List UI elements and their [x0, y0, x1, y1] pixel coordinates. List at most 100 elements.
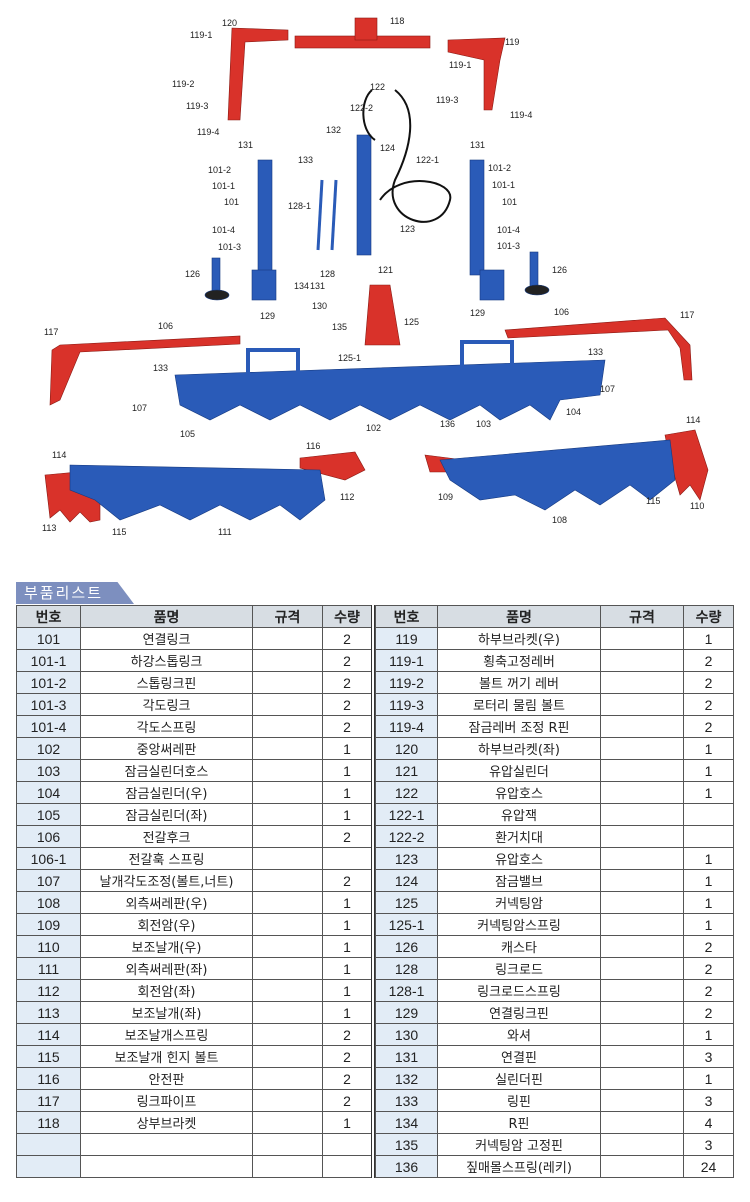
callout-label: 101-4 [497, 225, 521, 235]
part-spec [252, 737, 323, 760]
callout-label: 129 [260, 311, 276, 321]
part-qty: 2 [683, 979, 734, 1002]
callout-label: 125 [404, 317, 420, 327]
part-number: 122-1 [375, 803, 438, 826]
part-name: 커넥팅암스프링 [437, 913, 601, 936]
link-pipe-left-117 [49, 335, 241, 406]
part-spec [600, 935, 684, 958]
part-name: 보조날개(우) [80, 935, 253, 958]
part-qty: 2 [322, 671, 372, 694]
part-spec [600, 869, 684, 892]
part-spec [252, 781, 323, 804]
part-qty: 1 [322, 891, 372, 914]
part-number: 101-1 [16, 649, 81, 672]
part-number: 129 [375, 1001, 438, 1024]
part-spec [252, 671, 323, 694]
callout-label: 135 [332, 322, 348, 332]
part-name: 보조날개 힌지 볼트 [80, 1045, 253, 1068]
part-qty: 2 [683, 715, 734, 738]
part-name: 하부브라켓(우) [437, 627, 601, 650]
part-spec [600, 1133, 684, 1156]
part-number: 136 [375, 1155, 438, 1178]
part-qty [322, 1133, 372, 1156]
part-number: 121 [375, 759, 438, 782]
part-qty: 2 [322, 825, 372, 848]
callout-label: 119-4 [510, 110, 533, 120]
part-number: 123 [375, 847, 438, 870]
part-qty: 1 [683, 781, 734, 804]
callout-label: 119 [505, 37, 520, 47]
part-qty: 2 [683, 935, 734, 958]
part-name: 스톱링크핀 [80, 671, 253, 694]
part-qty: 2 [322, 1067, 372, 1090]
part-spec [600, 1155, 684, 1178]
part-qty: 2 [322, 1045, 372, 1068]
part-qty: 2 [683, 957, 734, 980]
part-name: 연결링크 [80, 627, 253, 650]
part-qty: 2 [683, 649, 734, 672]
link-pipe-right-117 [504, 317, 693, 381]
callout-label: 101 [224, 197, 240, 207]
part-spec [252, 1045, 323, 1068]
callout-label: 114 [686, 415, 701, 425]
lower-bracket-left-120 [227, 27, 289, 121]
part-name: 연결링크핀 [437, 1001, 601, 1024]
callout-label: 122 [370, 82, 386, 92]
part-spec [252, 869, 323, 892]
callout-label: 133 [153, 363, 169, 373]
callout-label: 131 [470, 140, 486, 150]
callout-label: 101-1 [492, 180, 516, 190]
header-no: 번호 [16, 605, 81, 628]
part-name: 잠금실린더(좌) [80, 803, 253, 826]
part-qty: 1 [322, 957, 372, 980]
part-name [80, 1155, 253, 1178]
connecting-arm-125 [364, 284, 401, 346]
part-spec [600, 1045, 684, 1068]
callout-label: 120 [222, 18, 238, 28]
callout-label: 121 [378, 265, 394, 275]
callout-label: 128 [320, 269, 336, 279]
part-spec [252, 825, 323, 848]
part-spec [600, 803, 684, 826]
part-number: 114 [16, 1023, 81, 1046]
part-qty: 1 [683, 869, 734, 892]
part-qty: 2 [322, 869, 372, 892]
part-qty [322, 1155, 372, 1178]
part-name: 유압실린더 [437, 759, 601, 782]
part-qty: 3 [683, 1089, 734, 1112]
part-spec [600, 1023, 684, 1046]
part-number: 115 [16, 1045, 81, 1068]
link-left-101 [257, 159, 273, 276]
part-number: 113 [16, 1001, 81, 1024]
part-spec [252, 1067, 323, 1090]
part-spec [252, 913, 323, 936]
callout-label: 119-1 [449, 60, 472, 70]
callout-label: 112 [340, 492, 355, 502]
part-spec [600, 693, 684, 716]
part-number [16, 1133, 81, 1156]
part-name: 볼트 꺼기 레버 [437, 671, 601, 694]
part-number: 101 [16, 627, 81, 650]
callout-label: 115 [646, 496, 661, 506]
caster-left-126 [211, 257, 221, 294]
callout-label: 111 [218, 527, 232, 537]
callout-label: 103 [476, 419, 492, 429]
part-number: 134 [375, 1111, 438, 1134]
callout-label: 122-1 [416, 155, 440, 165]
part-spec [600, 759, 684, 782]
callout-label: 115 [112, 527, 127, 537]
